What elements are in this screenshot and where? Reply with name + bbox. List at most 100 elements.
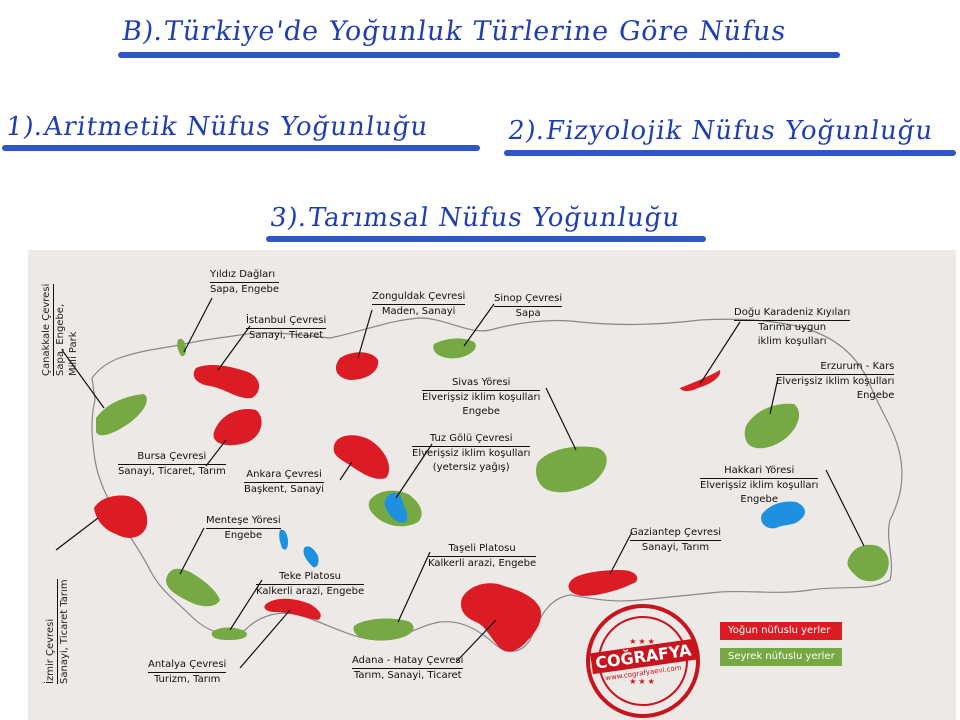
leader-izmir	[55, 517, 99, 551]
cografya-stamp-logo: ★★★ COĞRAFYA www.cografyaevi.com ★★★	[586, 604, 700, 718]
label-erzurum: Erzurum - Kars Elverişsiz iklim koşullar…	[776, 360, 895, 403]
leader-sivas	[545, 387, 577, 451]
label-hakkari-name: Hakkari Yöresi	[724, 465, 795, 476]
label-sivas-name: Sivas Yöresi	[451, 377, 511, 388]
label-zonguldak: Zonguldak Çevresi Maden, Sanayi	[372, 290, 466, 319]
label-hakkari-desc2: Engebe	[740, 494, 779, 505]
leader-gaziantep	[609, 531, 633, 575]
heading-aritmetik-underline	[2, 145, 480, 151]
label-mentese-desc: Engebe	[206, 528, 281, 543]
label-istanbul: İstanbul Çevresi Sanayi, Ticaret	[246, 314, 327, 343]
sparse-sivas	[536, 446, 607, 493]
label-sinop-desc: Sapa	[494, 306, 563, 321]
label-izmir-desc: Sanayi, Ticaret Tarım	[59, 579, 70, 684]
dense-izmir	[94, 495, 148, 538]
label-yildiz-name: Yıldız Dağları	[210, 269, 276, 280]
sparse-teke	[211, 627, 247, 640]
label-canakkale-desc2: Milli Park	[68, 331, 79, 376]
label-taseli-desc: Kalkerli arazi, Engebe	[428, 556, 537, 569]
sparse-sinop	[433, 338, 476, 359]
label-teke: Teke Platosu Kalkerli arazi, Engebe	[256, 570, 365, 599]
label-dogu-name: Doğu Karadeniz Kıyıları	[734, 307, 851, 318]
label-istanbul-name: İstanbul Çevresi	[246, 315, 327, 326]
label-gaziantep: Gaziantep Çevresi Sanayi, Tarım	[630, 526, 722, 555]
label-taseli-name: Taşeli Platosu	[448, 543, 516, 554]
label-antalya: Antalya Çevresi Turizm, Tarım	[148, 658, 227, 687]
label-dogu-desc1: Tarıma uygun	[734, 320, 851, 335]
label-erzurum-desc1: Elverişsiz iklim koşulları	[776, 374, 895, 387]
label-hakkari: Hakkari Yöresi Elverişsiz iklim koşullar…	[700, 464, 819, 507]
dense-adana	[460, 583, 542, 652]
sparse-hakkari-se	[847, 544, 889, 582]
label-sinop: Sinop Çevresi Sapa	[494, 292, 563, 321]
label-canakkale-name: Çanakkale Çevresi	[40, 283, 54, 376]
label-canakkale-desc1: Sapa, Engebe,	[55, 303, 66, 376]
stamp-inner-ring: ★★★ COĞRAFYA www.cografyaevi.com ★★★	[589, 616, 697, 706]
label-teke-desc: Kalkerli arazi, Engebe	[256, 584, 365, 597]
label-sinop-name: Sinop Çevresi	[494, 293, 563, 304]
leader-zonguldak	[357, 309, 373, 359]
leader-sinop	[463, 303, 495, 347]
label-sivas: Sivas Yöresi Elverişsiz iklim koşulları …	[422, 376, 541, 419]
label-adana-name: Adana - Hatay Çevresi	[352, 655, 464, 666]
dense-zonguldak	[335, 352, 379, 380]
label-tuz-desc1: Elverişsiz iklim koşulları	[412, 446, 531, 459]
dense-istanbul	[193, 365, 260, 399]
leader-erzurum	[769, 377, 779, 415]
label-hakkari-desc1: Elverişsiz iklim koşulları	[700, 478, 819, 491]
label-erzurum-desc2: Engebe	[856, 390, 895, 401]
label-ankara-desc: Başkent, Sanayi	[244, 482, 325, 495]
label-tuz-golu: Tuz Gölü Çevresi Elverişsiz iklim koşull…	[412, 432, 531, 475]
lake-tuz	[384, 492, 408, 523]
label-gaziantep-name: Gaziantep Çevresi	[630, 527, 722, 538]
sparse-mentese	[166, 568, 220, 607]
leader-antalya	[239, 609, 291, 669]
label-antalya-name: Antalya Çevresi	[148, 659, 227, 670]
lake-beysehir	[303, 546, 319, 568]
label-zonguldak-desc: Maden, Sanayi	[372, 304, 466, 319]
label-bursa-desc: Sanayi, Ticaret, Tarım	[118, 464, 226, 477]
sparse-canakkale	[96, 394, 147, 436]
legend-dense: Yoğun nüfuslu yerler	[720, 622, 842, 640]
label-tuz-desc2: (yetersiz yağış)	[432, 462, 510, 473]
sparse-erzurum	[744, 403, 800, 449]
label-izmir: İzmir Çevresi Sanayi, Ticaret Tarım	[44, 579, 71, 684]
label-taseli: Taşeli Platosu Kalkerli arazi, Engebe	[428, 542, 537, 571]
label-tuz-name: Tuz Gölü Çevresi	[429, 433, 513, 444]
leader-istanbul	[217, 325, 251, 371]
sparse-taseli	[353, 618, 414, 641]
label-zonguldak-name: Zonguldak Çevresi	[372, 291, 466, 302]
label-yildiz-desc: Sapa, Engebe	[210, 282, 279, 295]
label-sivas-desc2: Engebe	[462, 406, 501, 417]
lake-egirdir	[279, 529, 288, 550]
leader-taseli	[397, 551, 431, 623]
dense-antalya	[264, 598, 321, 620]
label-adana-desc: Tarım, Sanayi, Ticaret	[352, 668, 464, 681]
leader-bursa	[205, 439, 227, 467]
title-underline	[118, 52, 840, 58]
label-gaziantep-desc: Sanayi, Tarım	[630, 540, 722, 555]
heading-fizyolojik-underline	[504, 150, 956, 156]
heading-tarimsal-underline	[266, 236, 706, 242]
label-ankara-name: Ankara Çevresi	[246, 469, 322, 480]
dense-dogu-karadeniz	[680, 370, 721, 391]
sparse-yildiz	[177, 338, 186, 357]
stamp-stars-bottom-icon: ★★★	[629, 676, 657, 686]
leader-dogu	[699, 321, 741, 385]
leader-canakkale	[61, 349, 105, 409]
label-izmir-name: İzmir Çevresi	[44, 579, 58, 684]
leader-mentese	[179, 527, 205, 575]
label-mentese: Menteşe Yöresi Engebe	[206, 514, 281, 543]
label-sivas-desc1: Elverişsiz iklim koşulları	[422, 390, 541, 403]
label-canakkale: Çanakkale Çevresi Sapa, Engebe, Milli Pa…	[40, 283, 80, 376]
lake-van	[761, 501, 805, 529]
leader-yildiz	[183, 297, 213, 353]
legend-sparse: Seyrek nüfuslu yerler	[720, 648, 842, 666]
leader-hakkari	[825, 469, 865, 547]
dense-bursa	[213, 408, 262, 446]
label-ankara: Ankara Çevresi Başkent, Sanayi	[244, 468, 325, 497]
stamp-stars-icon: ★★★	[629, 636, 657, 646]
label-dogu-desc2: iklim koşulları	[757, 336, 827, 347]
leader-adana	[455, 619, 497, 663]
